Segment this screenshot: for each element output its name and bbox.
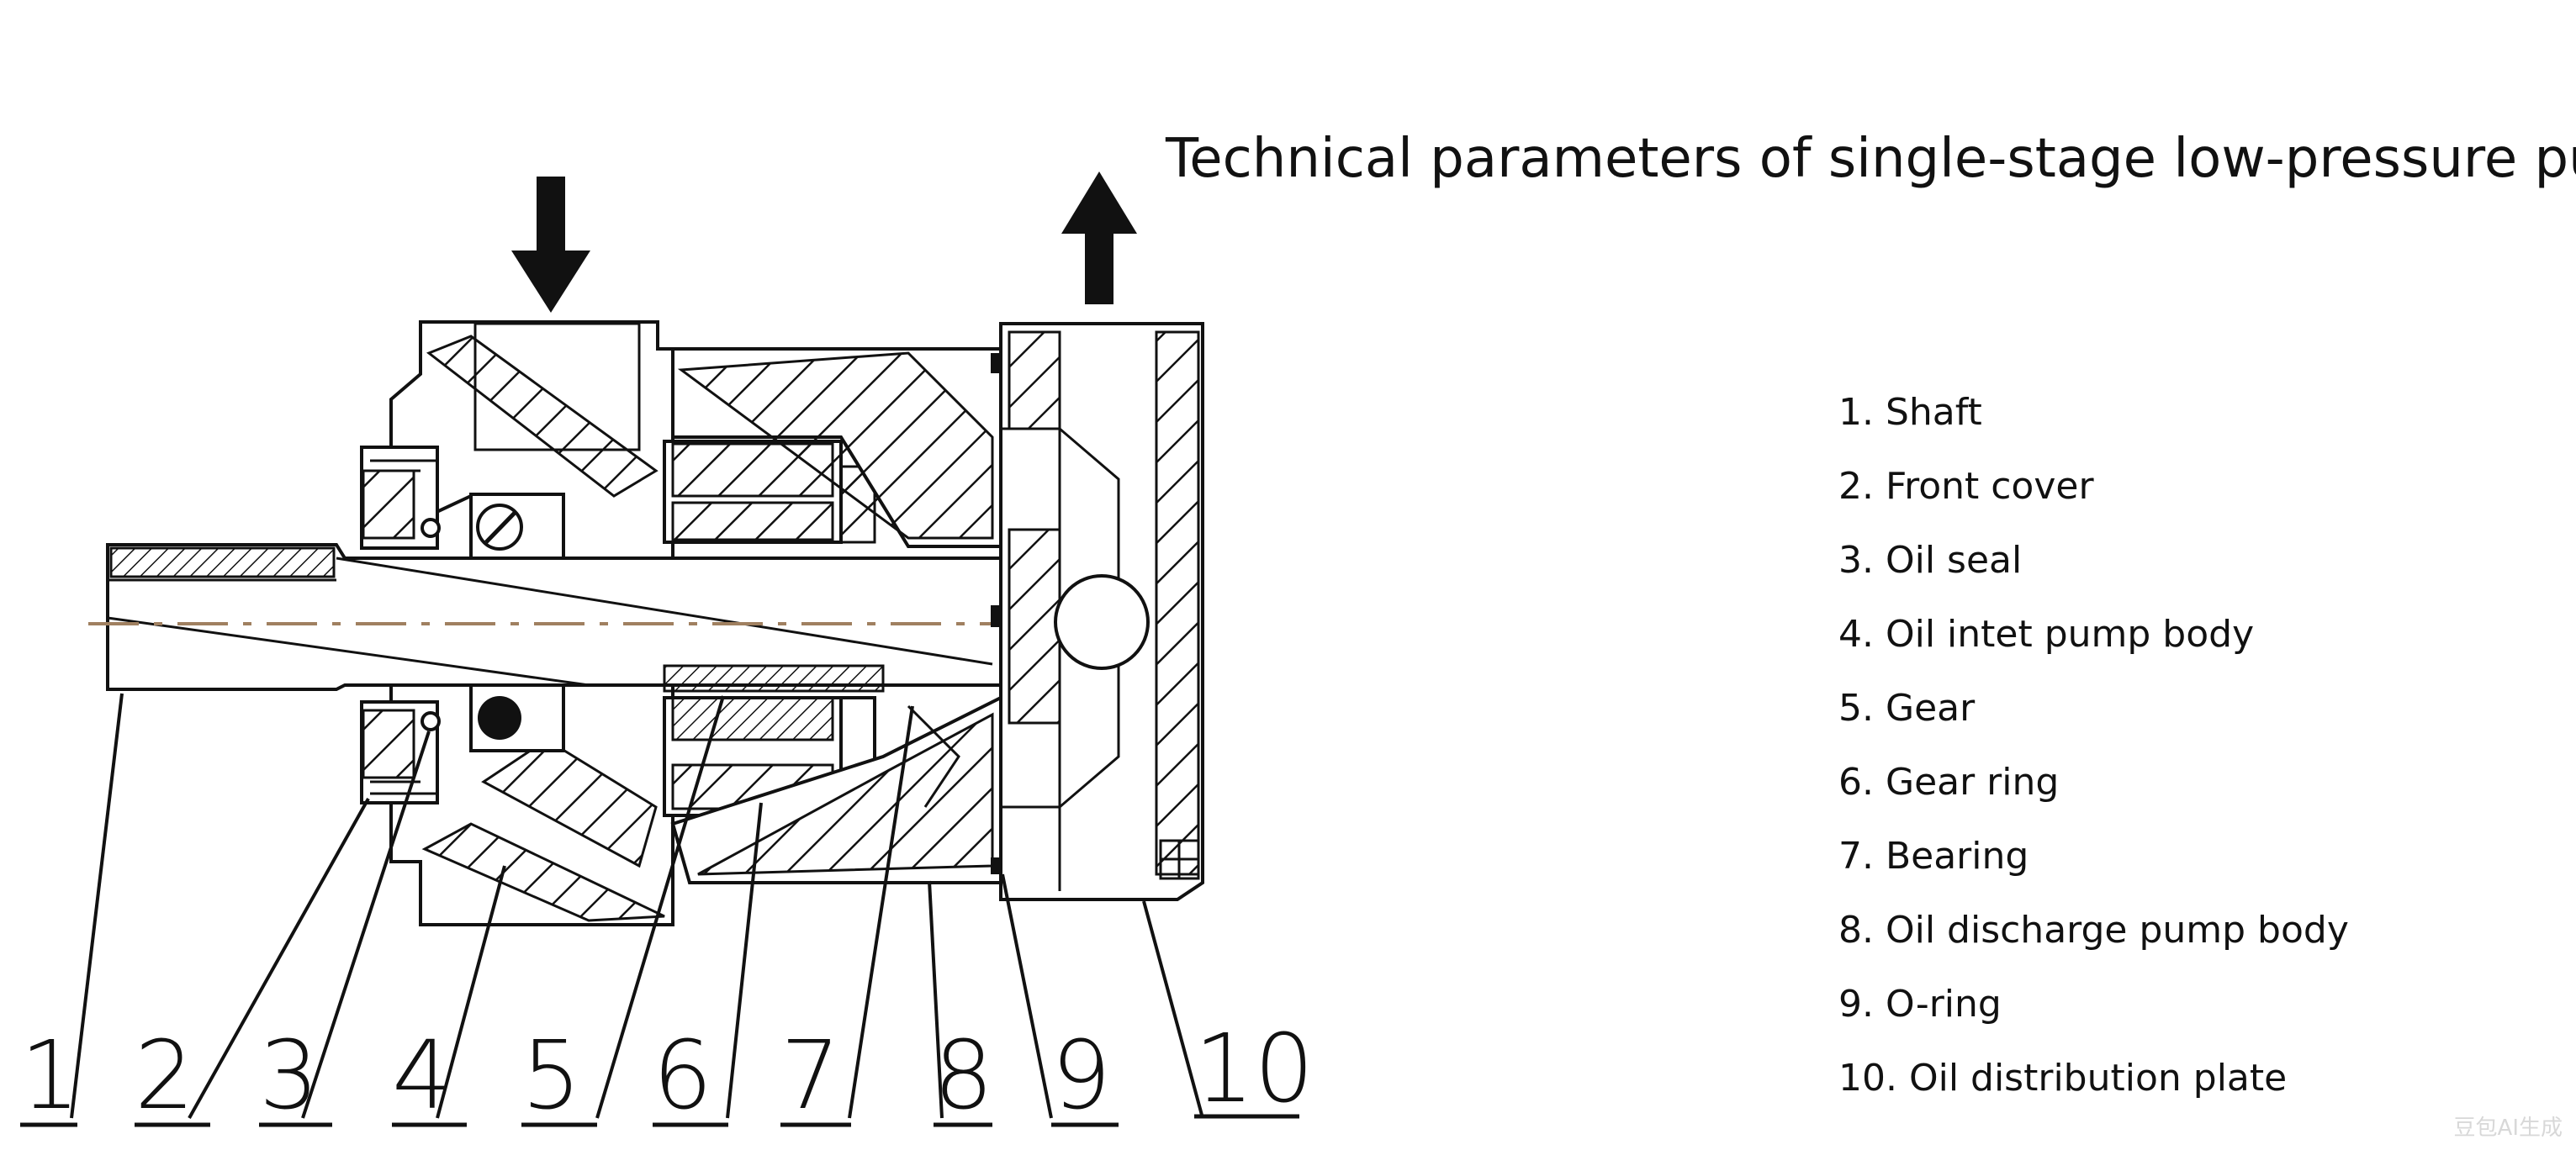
callout-leader-lines <box>70 693 1204 1119</box>
callout-5: 5 <box>521 1021 581 1131</box>
legend-item: 4. Oil intet pump body <box>1838 613 2255 656</box>
bearing <box>469 493 565 752</box>
inlet-pump-body <box>389 320 674 926</box>
callout-1: 1 <box>20 1021 80 1131</box>
watermark: 豆包AI生成 <box>2453 1116 2563 1141</box>
shaft <box>106 543 1011 691</box>
legend-item: 9. O-ring <box>1838 983 2002 1026</box>
callout-6: 6 <box>653 1021 712 1131</box>
callout-2: 2 <box>135 1021 194 1131</box>
oil-discharge-pump-body <box>670 347 1002 884</box>
page-title: Technical parameters of single-stage low… <box>1166 128 2576 190</box>
legend-item: 2. Front cover <box>1838 465 2094 508</box>
legend-item: 7. Bearing <box>1838 835 2029 878</box>
oil-distribution-plate <box>999 322 1204 901</box>
callout-8: 8 <box>934 1021 993 1131</box>
legend-item: 3. Oil seal <box>1838 539 2023 582</box>
inlet-arrow-icon <box>511 177 590 313</box>
legend-item: 8. Oil discharge pump body <box>1838 909 2349 952</box>
callout-numbers: 1 2 3 4 5 6 7 8 9 10 <box>20 1015 1314 1131</box>
outlet-arrow-icon <box>1061 171 1137 304</box>
callout-3: 3 <box>259 1021 319 1131</box>
legend-item: 6. Gear ring <box>1838 761 2060 804</box>
legend-item: 1. Shaft <box>1838 391 1982 434</box>
legend-item: 5. Gear <box>1838 687 1976 730</box>
callout-7: 7 <box>780 1021 840 1131</box>
o-ring <box>991 353 1001 874</box>
oil-seal <box>370 459 441 795</box>
callout-9: 9 <box>1051 1021 1111 1131</box>
legend-item: 10. Oil distribution plate <box>1838 1057 2288 1100</box>
callout-4: 4 <box>392 1021 452 1131</box>
parts-legend: 1. Shaft 2. Front cover 3. Oil seal 4. O… <box>1838 388 2349 1128</box>
callout-10: 10 <box>1194 1015 1314 1124</box>
